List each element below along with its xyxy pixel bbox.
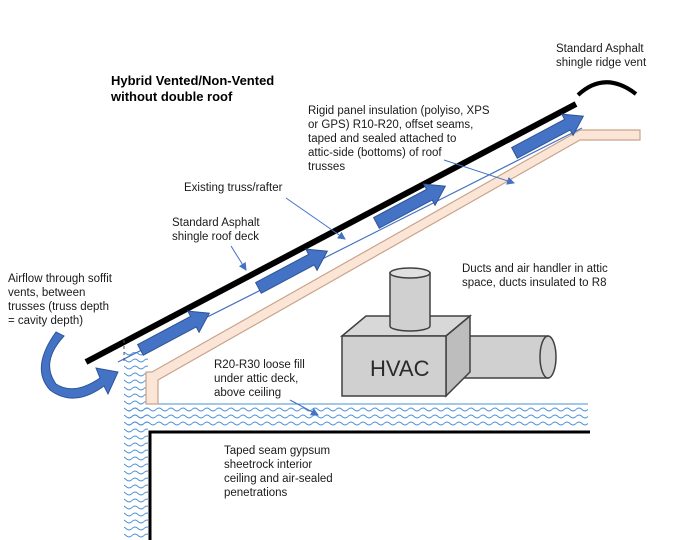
label-rigid-panel: Rigid panel insulation (polyiso, XPS or … (308, 105, 490, 173)
diagram-title-line1: Hybrid Vented/Non-Vented (111, 73, 275, 88)
hvac-unit: HVAC (339, 267, 557, 398)
roof-deck (84, 101, 578, 365)
label-ducts: Ducts and air handler in attic space, du… (462, 263, 608, 289)
airflow-arrow (136, 310, 211, 356)
hvac-label: HVAC (370, 356, 430, 381)
leader-loose-fill (289, 399, 319, 416)
rigid-panel-insulation (145, 129, 641, 405)
leader-rigid-panel (443, 159, 515, 185)
label-roof-deck: Standard Asphalt shingle roof deck (172, 217, 260, 243)
leader-truss (285, 197, 346, 240)
airflow-arrow (372, 183, 447, 229)
leader-roof-deck (230, 245, 247, 271)
label-loose-fill: R20-R30 loose fill under attic deck, abo… (214, 359, 305, 399)
soffit-airflow-arrow (40, 331, 119, 399)
label-ridge-vent: Standard Asphalt shingle ridge vent (556, 43, 647, 69)
airflow-arrow (510, 113, 585, 159)
interior-ceiling (148, 430, 590, 540)
label-ceiling: Taped seam gypsum sheetrock interior cei… (224, 445, 333, 499)
label-soffit-airflow: Airflow through soffit vents, between tr… (8, 273, 112, 327)
label-truss: Existing truss/rafter (184, 182, 283, 194)
loose-fill-insulation (128, 404, 588, 428)
ridge-vent (576, 80, 638, 97)
airflow-arrows (136, 113, 585, 356)
airflow-arrow (254, 248, 329, 294)
wall-insulation (124, 352, 148, 540)
diagram-title-line2: without double roof (111, 89, 233, 104)
